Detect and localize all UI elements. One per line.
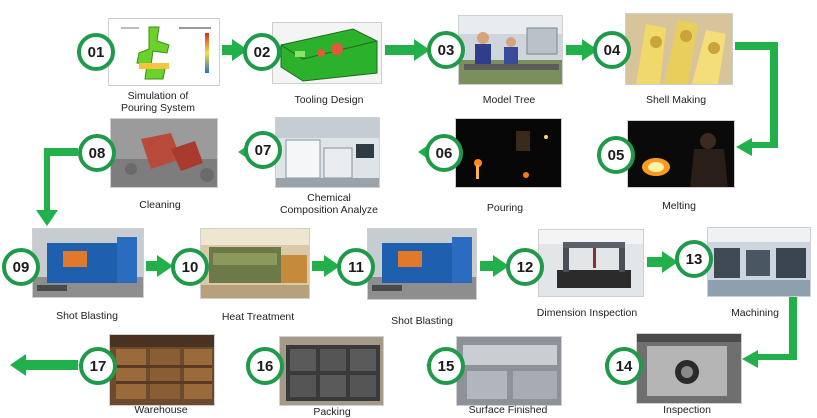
step-label: Tooling Design (294, 94, 364, 106)
step-photo-06 (455, 118, 562, 188)
step-number-badge: 05 (597, 136, 635, 174)
step-photo-07 (275, 117, 380, 188)
step-label: Machining (731, 307, 779, 319)
step-number-badge: 17 (79, 347, 117, 385)
flow-arrow (566, 39, 598, 61)
step-photo-08 (110, 118, 218, 188)
step-number-badge: 11 (337, 248, 375, 286)
step-number-badge: 09 (2, 248, 40, 286)
step-photo-10 (200, 228, 310, 299)
step-number-badge: 13 (675, 240, 713, 278)
step-number-badge: 02 (243, 33, 281, 71)
step-label: Simulation of Pouring System (120, 90, 196, 114)
step-number-badge: 06 (425, 134, 463, 172)
step-number-badge: 12 (506, 248, 544, 286)
step-label: Melting (662, 200, 696, 212)
step-photo-04 (625, 13, 733, 85)
flow-final-arrow (10, 354, 78, 376)
step-label: Warehouse (134, 404, 188, 416)
step-label: Shot Blasting (391, 315, 453, 327)
step-label: Surface Finished (468, 404, 548, 416)
step-label: Dimension Inspection (536, 307, 638, 319)
step-number-badge: 04 (593, 31, 631, 69)
step-number-badge: 01 (77, 33, 115, 71)
flow-elbow-arrow-right-1 (735, 42, 778, 156)
step-photo-02 (272, 22, 382, 84)
flow-arrow (146, 255, 173, 277)
step-photo-03 (458, 15, 563, 85)
step-label: Packing (313, 406, 351, 418)
step-number-badge: 10 (171, 248, 209, 286)
step-photo-13 (707, 227, 811, 297)
step-photo-09 (32, 228, 144, 298)
step-label: Heat Treatment (221, 311, 295, 323)
step-number-badge: 15 (427, 347, 465, 385)
step-label: Pouring (486, 202, 524, 214)
step-photo-12 (538, 229, 644, 297)
step-label: Shell Making (645, 94, 707, 106)
step-label: Shot Blasting (56, 310, 118, 322)
step-label: Cleaning (139, 199, 181, 211)
step-photo-11 (367, 228, 477, 300)
step-photo-16 (279, 336, 384, 406)
step-label: Chemical Composition Analyze (279, 192, 379, 216)
flow-elbow-arrow-right-2 (742, 297, 797, 368)
step-number-badge: 03 (427, 31, 465, 69)
step-photo-15 (456, 336, 562, 406)
step-number-badge: 07 (244, 131, 282, 169)
step-photo-14 (636, 333, 742, 404)
step-number-badge: 08 (78, 134, 116, 172)
step-label: Inspection (663, 404, 711, 416)
step-number-badge: 14 (605, 347, 643, 385)
flow-arrow (385, 39, 430, 61)
flow-arrow (647, 251, 678, 273)
flow-arrow (222, 39, 248, 61)
step-photo-05 (627, 120, 735, 188)
step-photo-01 (108, 18, 220, 86)
flow-arrow (480, 255, 509, 277)
step-photo-17 (109, 334, 215, 406)
step-number-badge: 16 (246, 347, 284, 385)
flow-arrow (312, 255, 340, 277)
step-label: Model Tree (482, 94, 536, 106)
flow-elbow-arrow-left (36, 148, 78, 226)
